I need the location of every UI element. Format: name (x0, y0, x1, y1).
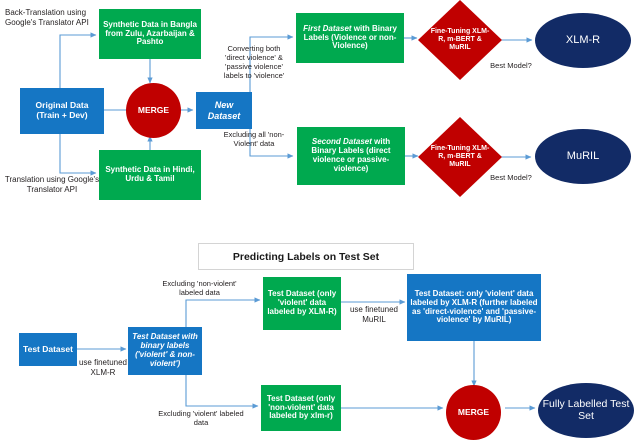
node-test-binary-labels[interactable]: Test Dataset with binary labels ('violen… (128, 327, 202, 375)
edge-label-converting: Converting both 'direct violence' & 'pas… (217, 44, 291, 80)
node-first-dataset-emphasis: First Dataset (303, 23, 352, 33)
node-first-dataset[interactable]: First Dataset with Binary Labels (Violen… (296, 13, 404, 63)
edge-label-excluding-violent-bottom-text: Excluding 'violent' labeled data (158, 409, 244, 427)
node-model-muril[interactable]: MuRIL (535, 129, 631, 184)
node-finetuning-diamond-1[interactable]: Fine-Tuning XLM-R, m-BERT & MuRIL (418, 0, 502, 80)
node-test-violent-blue[interactable]: Test Dataset: only 'violent' data labele… (407, 274, 541, 341)
node-finetuning-diamond-2[interactable]: Fine-Tuning XLM-R, m-BERT & MuRIL (418, 117, 502, 197)
edge-label-converting-text: Converting both 'direct violence' & 'pas… (223, 44, 285, 80)
edge-label-best-model-2: Best Model? (483, 173, 539, 182)
node-fully-labelled-test-set-label: Fully Labelled Test Set (542, 397, 630, 422)
edge-label-excluding-nonviolent-top-text: Excluding all 'non-Violent' data (223, 130, 285, 148)
node-test-dataset-label: Test Dataset (23, 343, 73, 354)
edge-label-best-model-1-text: Best Model? (490, 61, 532, 70)
node-synthetic-bangla-label: Synthetic Data in Bangla from Zulu, Azar… (103, 19, 197, 47)
node-model-xlmr[interactable]: XLM-R (535, 13, 631, 68)
edge-label-use-finetuned-muril: use finetuned MuRIL (343, 305, 405, 324)
node-model-xlmr-label: XLM-R (565, 34, 601, 47)
node-test-nonviolent-green-label: Test Dataset (only 'non-violent' data la… (266, 393, 336, 421)
node-test-violent-green-label: Test Dataset (only 'violent' data labele… (267, 289, 337, 316)
section-title-predicting-labels: Predicting Labels on Test Set (198, 243, 414, 270)
node-synthetic-hindi[interactable]: Synthetic Data in Hindi, Urdu & Tamil (99, 150, 201, 200)
node-merge-top[interactable]: MERGE (126, 83, 181, 138)
node-new-dataset[interactable]: New Dataset (196, 92, 252, 129)
node-merge-bottom[interactable]: MERGE (446, 385, 501, 440)
node-finetuning-diamond-2-label: Fine-Tuning XLM-R, m-BERT & MuRIL (430, 145, 490, 168)
edge-label-back-translation-text: Back-Translation using Google's Translat… (5, 8, 89, 27)
node-original-data-label: Original Data (Train + Dev) (35, 100, 89, 120)
edge-label-best-model-2-text: Best Model? (490, 173, 532, 182)
edge-label-excluding-nonviolent-top: Excluding all 'non-Violent' data (218, 130, 290, 148)
node-test-violent-blue-label: Test Dataset: only 'violent' data labele… (410, 288, 538, 325)
section-title-label: Predicting Labels on Test Set (232, 250, 380, 263)
node-test-violent-green[interactable]: Test Dataset (only 'violent' data labele… (263, 277, 341, 330)
edge-label-translation: Translation using Google's Translator AP… (2, 175, 102, 194)
node-new-dataset-label: New Dataset (207, 100, 241, 121)
edge-label-back-translation: Back-Translation using Google's Translat… (5, 8, 101, 27)
edge-label-excluding-nonviolent-bottom-text: Excluding 'non-violent' labeled data (162, 279, 237, 297)
edge-label-use-finetuned-xlmr-text: use finetuned XLM-R (78, 358, 128, 377)
node-first-dataset-text: First Dataset with Binary Labels (Violen… (298, 23, 402, 52)
edge-label-use-finetuned-xlmr: use finetuned XLM-R (73, 358, 133, 377)
node-model-muril-label: MuRIL (566, 150, 600, 163)
node-first-dataset-rest: with Binary Labels (Violence or non-Viol… (303, 23, 397, 51)
node-second-dataset-text: Second Dataset with Binary Labels (direc… (299, 137, 403, 174)
node-second-dataset-rest: with Binary Labels (direct violence or p… (311, 137, 391, 173)
edge-label-translation-text: Translation using Google's Translator AP… (4, 175, 100, 194)
node-test-nonviolent-green[interactable]: Test Dataset (only 'non-violent' data la… (261, 385, 341, 431)
edge-label-use-finetuned-muril-text: use finetuned MuRIL (349, 305, 399, 324)
node-test-dataset[interactable]: Test Dataset (19, 333, 77, 366)
node-second-dataset-emphasis: Second Dataset (311, 137, 372, 147)
node-fully-labelled-test-set[interactable]: Fully Labelled Test Set (538, 383, 634, 438)
node-test-binary-labels-label: Test Dataset with binary labels ('violen… (132, 332, 198, 368)
node-original-data[interactable]: Original Data (Train + Dev) (20, 88, 104, 134)
node-synthetic-bangla[interactable]: Synthetic Data in Bangla from Zulu, Azar… (99, 9, 201, 59)
node-synthetic-hindi-label: Synthetic Data in Hindi, Urdu & Tamil (105, 165, 195, 183)
edge-label-excluding-violent-bottom: Excluding 'violent' labeled data (158, 409, 244, 427)
node-merge-bottom-label: MERGE (457, 406, 490, 417)
edge-label-best-model-1: Best Model? (483, 61, 539, 70)
node-merge-top-label: MERGE (137, 104, 170, 115)
edge-label-excluding-nonviolent-bottom: Excluding 'non-violent' labeled data (152, 279, 247, 297)
node-finetuning-diamond-1-label: Fine-Tuning XLM-R, m-BERT & MuRIL (430, 28, 490, 51)
node-second-dataset[interactable]: Second Dataset with Binary Labels (direc… (297, 127, 405, 185)
